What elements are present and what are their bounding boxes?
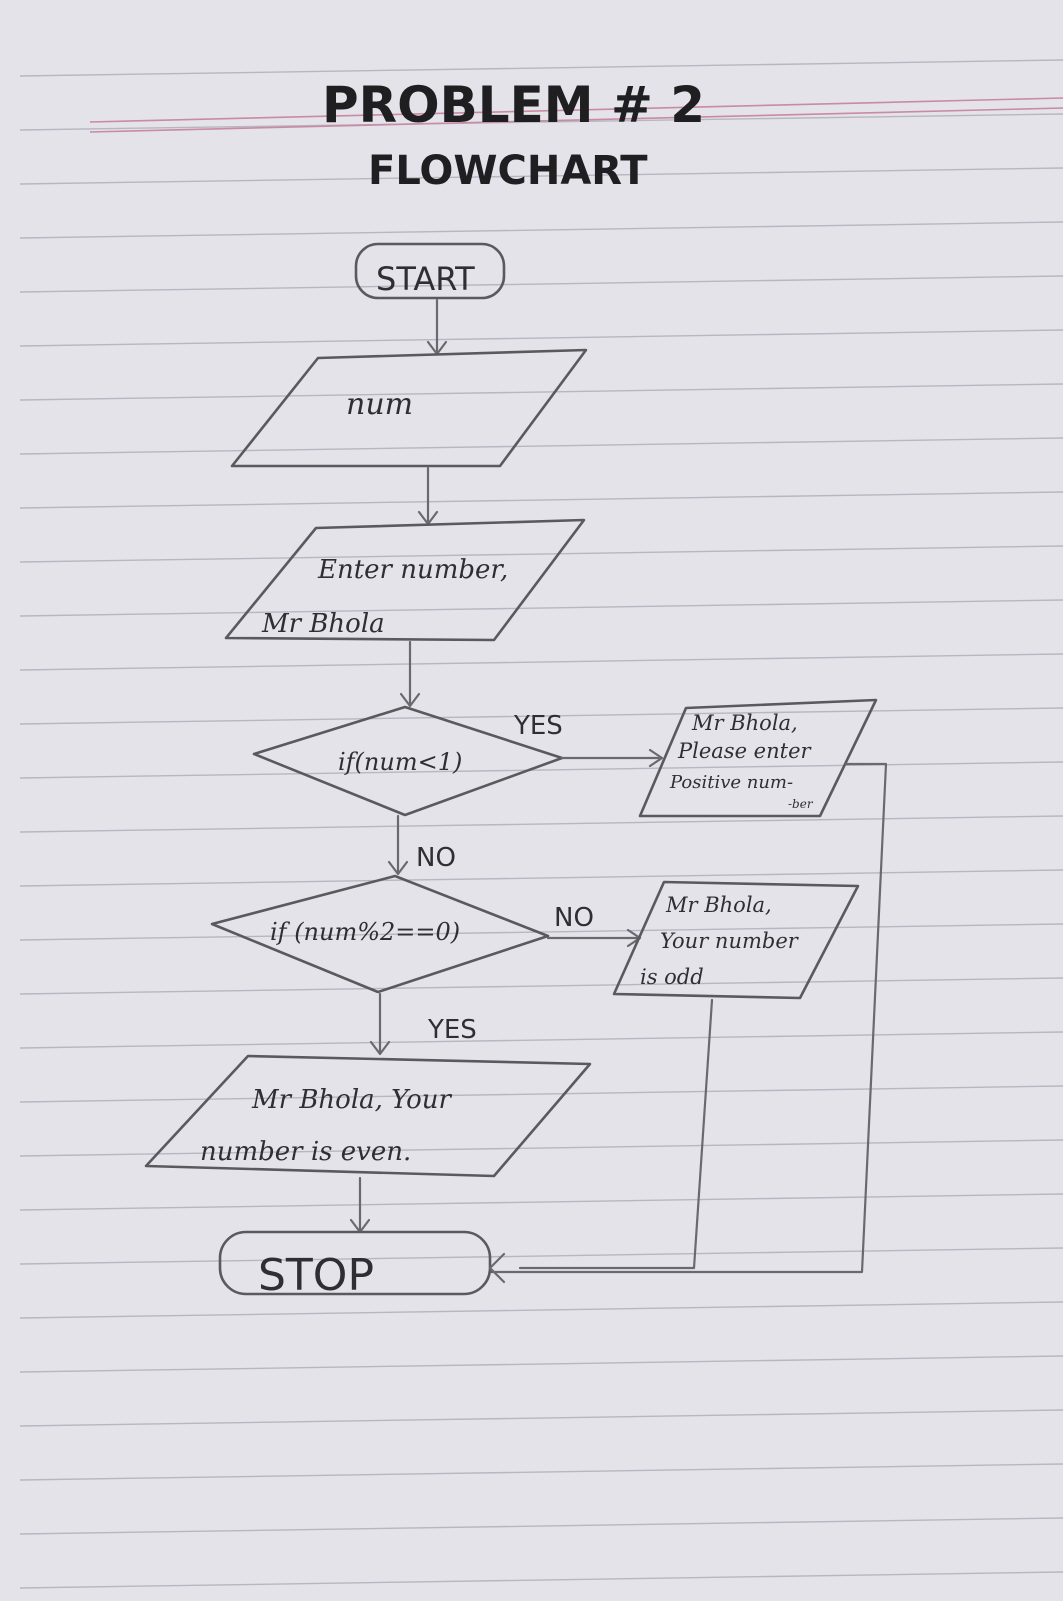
even-number-msg: Mr Bhola, Your number is even. bbox=[144, 1054, 592, 1178]
ruled-line bbox=[19, 1409, 1063, 1427]
margin-line bbox=[89, 97, 1063, 123]
ruled-line bbox=[19, 923, 1063, 941]
ruled-line bbox=[19, 545, 1063, 563]
ruled-line bbox=[19, 329, 1063, 347]
arrowhead-icon bbox=[648, 748, 664, 768]
decision2-label: if (num%2==0) bbox=[270, 918, 460, 946]
positive-msg-line3: Positive num- bbox=[669, 772, 793, 793]
ruled-line bbox=[19, 1085, 1063, 1103]
arrowhead-icon bbox=[369, 1040, 391, 1056]
ruled-line bbox=[19, 599, 1063, 617]
arrowhead-icon bbox=[488, 1252, 506, 1284]
ruled-line bbox=[19, 1301, 1063, 1319]
return-line-positive bbox=[488, 762, 888, 1274]
prompt-line2: Mr Bhola bbox=[261, 609, 385, 639]
page-title: PROBLEM # 2 bbox=[322, 76, 705, 134]
even-msg-line1: Mr Bhola, Your bbox=[251, 1085, 452, 1115]
ruled-line bbox=[19, 437, 1063, 455]
stop-label: STOP bbox=[258, 1250, 374, 1301]
positive-msg-line1: Mr Bhola, bbox=[691, 711, 798, 735]
return-line-odd bbox=[518, 998, 714, 1270]
ruled-line bbox=[19, 167, 1063, 185]
ruled-line bbox=[19, 383, 1063, 401]
prompt-parallelogram: Enter number, Mr Bhola bbox=[224, 518, 586, 642]
ruled-lines bbox=[19, 59, 1063, 1589]
ruled-line bbox=[19, 1517, 1063, 1535]
ruled-line bbox=[19, 1247, 1063, 1265]
ruled-line bbox=[19, 653, 1063, 671]
input-num-label: num bbox=[346, 387, 413, 422]
ruled-line bbox=[19, 707, 1063, 725]
even-msg-line2: number is even. bbox=[200, 1137, 411, 1167]
ruled-line bbox=[19, 113, 1063, 131]
ruled-line bbox=[19, 815, 1063, 833]
start-terminator: START bbox=[354, 242, 506, 300]
ruled-line bbox=[19, 1571, 1063, 1589]
prompt-line1: Enter number, bbox=[317, 555, 508, 585]
start-label: START bbox=[376, 260, 475, 298]
stop-terminator: STOP bbox=[218, 1230, 506, 1301]
margin-line bbox=[89, 107, 1063, 133]
decision-num-even: if (num%2==0) bbox=[210, 874, 550, 994]
positive-number-msg: Mr Bhola, Please enter Positive num- -be… bbox=[638, 698, 878, 818]
page-subtitle: FLOWCHART bbox=[368, 148, 648, 194]
decision2-no-label: NO bbox=[554, 903, 594, 933]
decision1-yes-label: YES bbox=[513, 711, 563, 741]
odd-number-msg: Mr Bhola, Your number is odd bbox=[612, 880, 860, 1000]
decision1-label: if(num<1) bbox=[338, 748, 462, 776]
decision1-no-label: NO bbox=[416, 843, 456, 873]
positive-msg-line4: -ber bbox=[788, 797, 814, 811]
ruled-line bbox=[19, 869, 1063, 887]
input-num-parallelogram: num bbox=[230, 348, 588, 468]
ruled-line bbox=[19, 1031, 1063, 1049]
ruled-line bbox=[19, 1463, 1063, 1481]
ruled-line bbox=[19, 1139, 1063, 1157]
ruled-line bbox=[19, 221, 1063, 239]
ruled-line bbox=[19, 275, 1063, 293]
odd-msg-line2: Your number bbox=[660, 929, 800, 953]
decision-num-lt-1: if(num<1) bbox=[252, 705, 564, 817]
arrowhead-icon bbox=[387, 860, 409, 876]
ruled-line bbox=[19, 491, 1063, 509]
positive-msg-line2: Please enter bbox=[677, 739, 812, 763]
odd-msg-line1: Mr Bhola, bbox=[665, 893, 772, 917]
ruled-line bbox=[19, 59, 1063, 77]
ruled-line bbox=[19, 1193, 1063, 1211]
ruled-line bbox=[19, 1355, 1063, 1373]
arrowhead-icon bbox=[399, 692, 421, 708]
decision2-yes-label: YES bbox=[427, 1015, 477, 1045]
ruled-line bbox=[19, 761, 1063, 779]
odd-msg-line3: is odd bbox=[640, 965, 704, 989]
ruled-line bbox=[19, 977, 1063, 995]
